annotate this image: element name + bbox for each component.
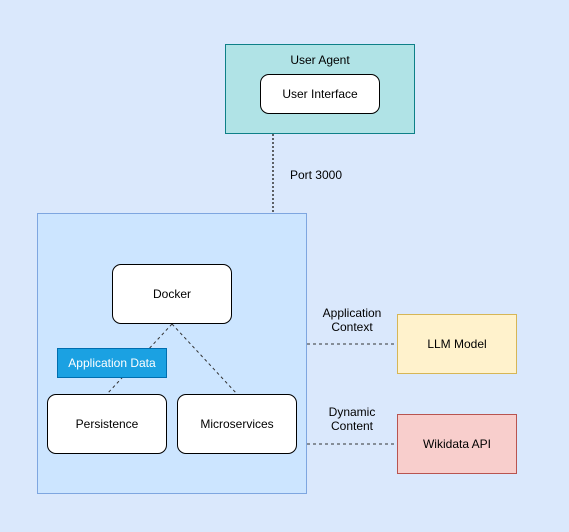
application-context-line-1: Application — [322, 306, 382, 320]
docker-node[interactable]: Docker — [112, 264, 232, 324]
docker-persistence-connector — [106, 323, 173, 395]
application-context-label: Application Context — [316, 306, 388, 334]
application-data-label[interactable]: Application Data — [57, 348, 167, 378]
dynamic-content-label: Dynamic Content — [316, 405, 388, 433]
docker-microservices-connector — [171, 323, 238, 395]
application-context-line-2: Context — [331, 320, 373, 334]
dynamic-content-line-1: Dynamic — [328, 405, 376, 419]
dynamic-content-line-2: Content — [330, 419, 374, 433]
port-label: Port 3000 — [289, 168, 343, 182]
user-agent-label: User Agent — [290, 53, 350, 67]
microservices-node[interactable]: Microservices — [177, 394, 297, 454]
wikidata-api-node[interactable]: Wikidata API — [397, 414, 517, 474]
persistence-node[interactable]: Persistence — [47, 394, 167, 454]
llm-model-node[interactable]: LLM Model — [397, 314, 517, 374]
user-interface-node[interactable]: User Interface — [260, 74, 380, 114]
